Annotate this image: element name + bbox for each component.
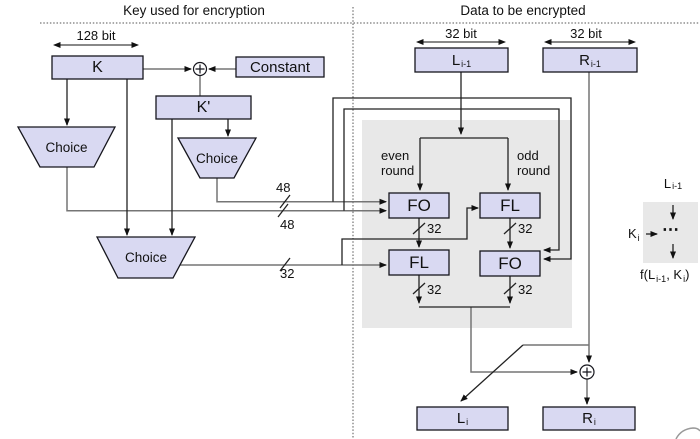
choice3-trapezoid xyxy=(95,236,197,279)
choice1-to-fo-48-line xyxy=(66,167,387,214)
r-output-base: R xyxy=(582,410,593,427)
slash-fl-top-out xyxy=(503,222,517,235)
width-32-fo-top-label: 32 xyxy=(427,221,442,236)
xor-nodes xyxy=(192,61,595,380)
k-prime-box xyxy=(155,95,252,120)
l-input-box xyxy=(414,47,509,73)
even-word: even xyxy=(381,148,410,163)
corner-arc-decoration xyxy=(675,427,700,439)
fl-top-box xyxy=(479,192,541,219)
fl-bottom-label: FL xyxy=(409,253,429,272)
width-32-fl-top-label: 32 xyxy=(518,221,533,236)
diagram-boxes xyxy=(16,47,638,431)
mini-input-sub: i-1 xyxy=(672,181,683,191)
l-output-box xyxy=(416,406,509,431)
choice3-label: Choice xyxy=(124,250,168,265)
choice1-trapezoid xyxy=(16,126,117,168)
mini-out-mid: , K xyxy=(666,267,683,282)
fl-top-label: FL xyxy=(500,196,520,215)
mini-output-label: f(Li-1, Ki) xyxy=(640,267,689,284)
choice1-label: Choice xyxy=(45,139,88,155)
measure-32bit-left-label: 32 bit xyxy=(445,26,477,41)
k-box xyxy=(51,55,144,80)
r-output-box xyxy=(542,406,636,431)
mini-out-post: ) xyxy=(685,267,690,282)
l-output-base: L xyxy=(456,410,466,427)
odd-round-word: round xyxy=(517,163,551,178)
mini-dots: ⋯ xyxy=(662,220,679,239)
slash-fo-top-out xyxy=(412,222,426,235)
k-box-label: K xyxy=(92,59,103,76)
constant-box-label: Constant xyxy=(249,58,311,76)
width-32-key-label: 32 xyxy=(280,266,295,281)
r-output-sub: i xyxy=(593,417,596,427)
fo-top-label: FO xyxy=(407,196,431,215)
k-prime-box-label: K' xyxy=(196,99,211,116)
r-input-base: R xyxy=(579,51,590,69)
mini-key-sub: i xyxy=(637,233,640,243)
xor-plus-key xyxy=(195,64,205,74)
r-input-box xyxy=(542,47,638,73)
fo-top-box xyxy=(388,192,450,219)
l-input-base: L xyxy=(451,51,461,69)
odd-word: odd xyxy=(517,148,539,163)
wrap-48-outer-line xyxy=(332,97,572,262)
slash-48-bottom xyxy=(277,203,289,218)
l-input-sub: i-1 xyxy=(461,58,472,69)
r-input-sub: i-1 xyxy=(590,58,601,69)
slash-32-key xyxy=(279,257,291,272)
fl-bottom-box xyxy=(388,249,450,276)
width-48-top-label: 48 xyxy=(276,180,291,195)
round-output-to-xor-line xyxy=(470,307,578,375)
measure-arrows xyxy=(53,39,636,48)
constant-box xyxy=(235,56,325,78)
measure-128bit-label: 128 bit xyxy=(76,28,116,43)
slash-48-top xyxy=(279,194,291,209)
mini-out-pre: f(L xyxy=(640,267,656,282)
right-section-title: Data to be encrypted xyxy=(460,3,586,18)
even-round-word: round xyxy=(381,163,415,178)
bus-lines xyxy=(66,66,592,405)
mini-key-label: Ki xyxy=(628,226,640,243)
choice2-label: Choice xyxy=(195,150,239,166)
dark-lines xyxy=(64,72,676,402)
width-48-bottom-label: 48 xyxy=(280,217,295,232)
mini-out-sub1: i-1 xyxy=(656,274,667,284)
swap-diagonal-line xyxy=(460,344,524,402)
wrap-32-to-fl-line xyxy=(341,205,479,265)
xor-plus-data xyxy=(582,367,592,377)
slash-fl-bottom-out xyxy=(412,282,426,295)
choice2-trapezoid xyxy=(176,137,258,179)
width-32-fo-bottom-label: 32 xyxy=(518,282,533,297)
wrap-48-inner-line xyxy=(343,108,560,253)
fo-bottom-label: FO xyxy=(498,254,522,273)
left-section-title: Key used for encryption xyxy=(123,3,265,18)
mini-input-base: L xyxy=(663,176,672,191)
fo-bottom-box xyxy=(479,250,541,277)
slash-fo-bottom-out xyxy=(503,282,517,295)
measure-32bit-right-label: 32 bit xyxy=(570,26,602,41)
width-32-fl-bottom-label: 32 xyxy=(427,282,442,297)
mini-key-base: K xyxy=(628,226,637,241)
l-output-sub: i xyxy=(466,417,469,427)
choice2-to-fo-48-line xyxy=(216,178,387,205)
mini-out-sub2: i xyxy=(683,274,686,284)
